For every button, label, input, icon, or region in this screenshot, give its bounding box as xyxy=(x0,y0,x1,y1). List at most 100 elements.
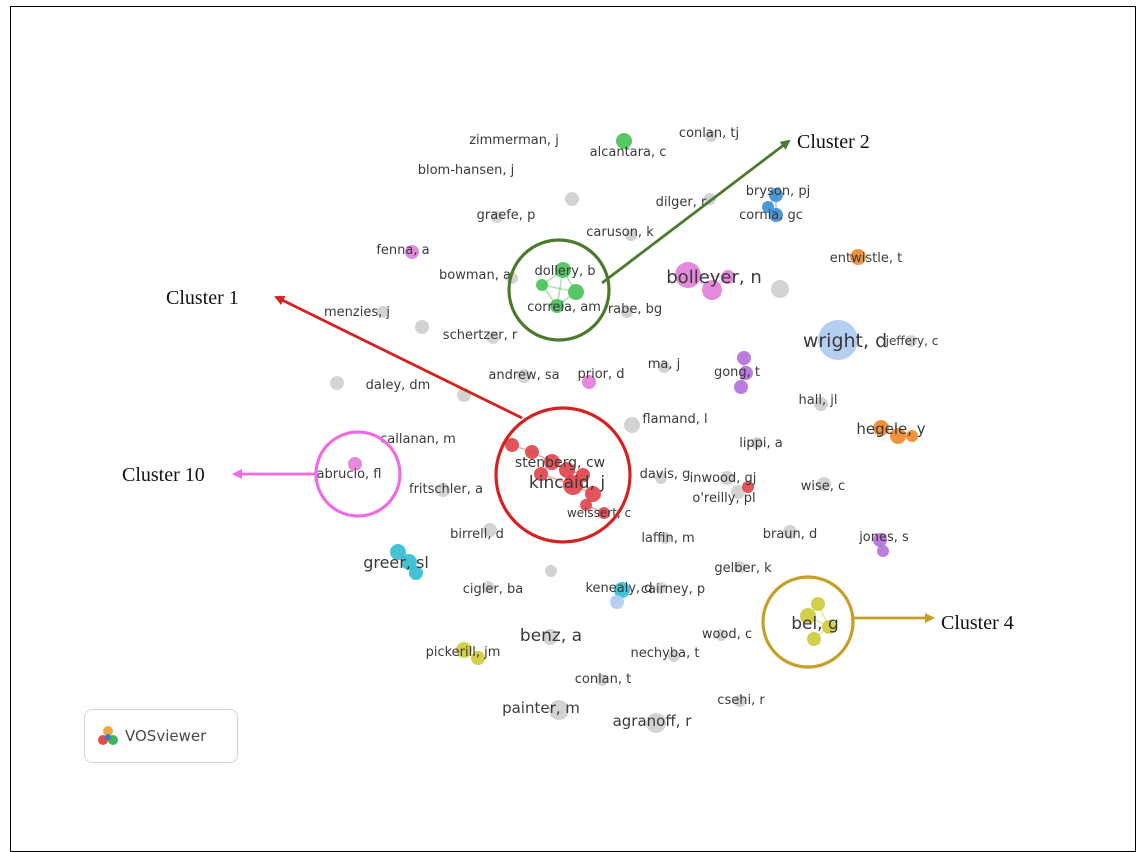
node-20[interactable] xyxy=(377,306,389,318)
author-label-dilger-r: dilger, r xyxy=(656,195,707,210)
node-2[interactable] xyxy=(565,192,579,206)
node-43[interactable] xyxy=(559,462,575,478)
node-75[interactable] xyxy=(542,629,558,645)
node-56[interactable] xyxy=(436,483,450,497)
node-28[interactable] xyxy=(658,361,670,373)
node-27[interactable] xyxy=(582,375,596,389)
node-22[interactable] xyxy=(621,306,633,318)
node-1[interactable] xyxy=(705,130,717,142)
node-14[interactable] xyxy=(568,284,584,300)
node-46[interactable] xyxy=(585,486,601,502)
node-26[interactable] xyxy=(517,369,531,383)
node-66[interactable] xyxy=(734,561,746,573)
node-55[interactable] xyxy=(817,477,831,491)
author-label-graefe-p: graefe, p xyxy=(477,208,536,223)
node-68[interactable] xyxy=(614,582,630,598)
node-34[interactable] xyxy=(814,397,828,411)
node-50[interactable] xyxy=(348,457,362,471)
node-74[interactable] xyxy=(807,632,821,646)
node-32[interactable] xyxy=(330,376,344,390)
node-39[interactable] xyxy=(751,437,763,449)
node-63[interactable] xyxy=(401,554,417,570)
node-3[interactable] xyxy=(491,211,503,223)
author-label-nechyba-t: nechyba, t xyxy=(631,646,700,661)
vosviewer-badge[interactable]: VOSviewer xyxy=(84,709,238,763)
node-23[interactable] xyxy=(487,332,499,344)
node-30[interactable] xyxy=(739,366,753,380)
node-48[interactable] xyxy=(598,507,610,519)
node-24[interactable] xyxy=(818,320,858,360)
node-65[interactable] xyxy=(545,565,557,577)
node-37[interactable] xyxy=(890,428,906,444)
node-9[interactable] xyxy=(405,245,419,259)
author-label-abrucio-fl: abrucio, fl xyxy=(317,467,382,482)
node-18[interactable] xyxy=(721,270,735,284)
author-label-cigler-ba: cigler, ba xyxy=(463,582,523,597)
node-58[interactable] xyxy=(659,532,671,544)
author-label-wright-d: wright, d xyxy=(803,330,887,352)
node-40[interactable] xyxy=(505,438,519,452)
node-17[interactable] xyxy=(702,280,722,300)
node-62[interactable] xyxy=(390,544,406,560)
node-12[interactable] xyxy=(536,279,548,291)
author-label-inwood-gj: inwood, gj xyxy=(690,471,757,486)
node-8[interactable] xyxy=(625,229,637,241)
author-label-jones-s: jones, s xyxy=(858,530,909,545)
node-69[interactable] xyxy=(610,595,624,609)
node-15[interactable] xyxy=(550,299,564,313)
node-82[interactable] xyxy=(549,700,569,720)
node-73[interactable] xyxy=(822,620,836,634)
node-41[interactable] xyxy=(525,445,539,459)
node-59[interactable] xyxy=(783,525,797,539)
author-label-bel-g: bel, g xyxy=(791,614,839,634)
node-5[interactable] xyxy=(769,188,783,202)
node-0[interactable] xyxy=(616,133,632,149)
node-78[interactable] xyxy=(471,651,485,665)
author-label-prior-d: prior, d xyxy=(577,367,624,382)
node-80[interactable] xyxy=(596,674,608,686)
author-label-caruson-k: caruson, k xyxy=(586,225,654,240)
node-53[interactable] xyxy=(731,485,745,499)
node-51[interactable] xyxy=(655,472,667,484)
node-16[interactable] xyxy=(675,262,701,288)
node-45[interactable] xyxy=(563,475,583,495)
author-label-kincaid-j: kincaid, j xyxy=(529,473,605,493)
author-label-conlan-t: conlan, t xyxy=(575,672,632,687)
node-35[interactable] xyxy=(624,417,640,433)
node-72[interactable] xyxy=(800,608,816,624)
node-60[interactable] xyxy=(873,533,887,547)
node-7[interactable] xyxy=(769,208,783,222)
author-label-gong-t: gong, t xyxy=(714,365,760,380)
node-36[interactable] xyxy=(873,420,889,436)
node-57[interactable] xyxy=(483,523,497,537)
node-29[interactable] xyxy=(737,351,751,365)
node-13[interactable] xyxy=(555,262,571,278)
node-42[interactable] xyxy=(544,454,560,470)
node-77[interactable] xyxy=(456,642,472,658)
node-49[interactable] xyxy=(534,467,548,481)
author-label-cairney-p: cairney, p xyxy=(641,582,705,597)
author-label-dollery-b: dollery, b xyxy=(535,264,596,279)
node-71[interactable] xyxy=(811,597,825,611)
node-10[interactable] xyxy=(850,249,866,265)
author-label-correia-am: correia, am xyxy=(527,300,601,315)
node-64[interactable] xyxy=(409,566,423,580)
node-31[interactable] xyxy=(734,380,748,394)
node-19[interactable] xyxy=(771,280,789,298)
node-47[interactable] xyxy=(580,499,592,511)
node-21[interactable] xyxy=(415,320,429,334)
node-81[interactable] xyxy=(734,695,746,707)
node-79[interactable] xyxy=(668,650,680,662)
node-52[interactable] xyxy=(720,471,734,485)
node-54[interactable] xyxy=(742,481,754,493)
node-61[interactable] xyxy=(877,545,889,557)
node-6[interactable] xyxy=(762,201,774,213)
node-25[interactable] xyxy=(905,335,917,347)
node-83[interactable] xyxy=(646,713,666,733)
node-67[interactable] xyxy=(482,581,494,593)
node-76[interactable] xyxy=(715,629,727,641)
author-label-schertzer-r: schertzer, r xyxy=(443,328,518,343)
node-38[interactable] xyxy=(906,430,918,442)
node-70[interactable] xyxy=(655,582,667,594)
